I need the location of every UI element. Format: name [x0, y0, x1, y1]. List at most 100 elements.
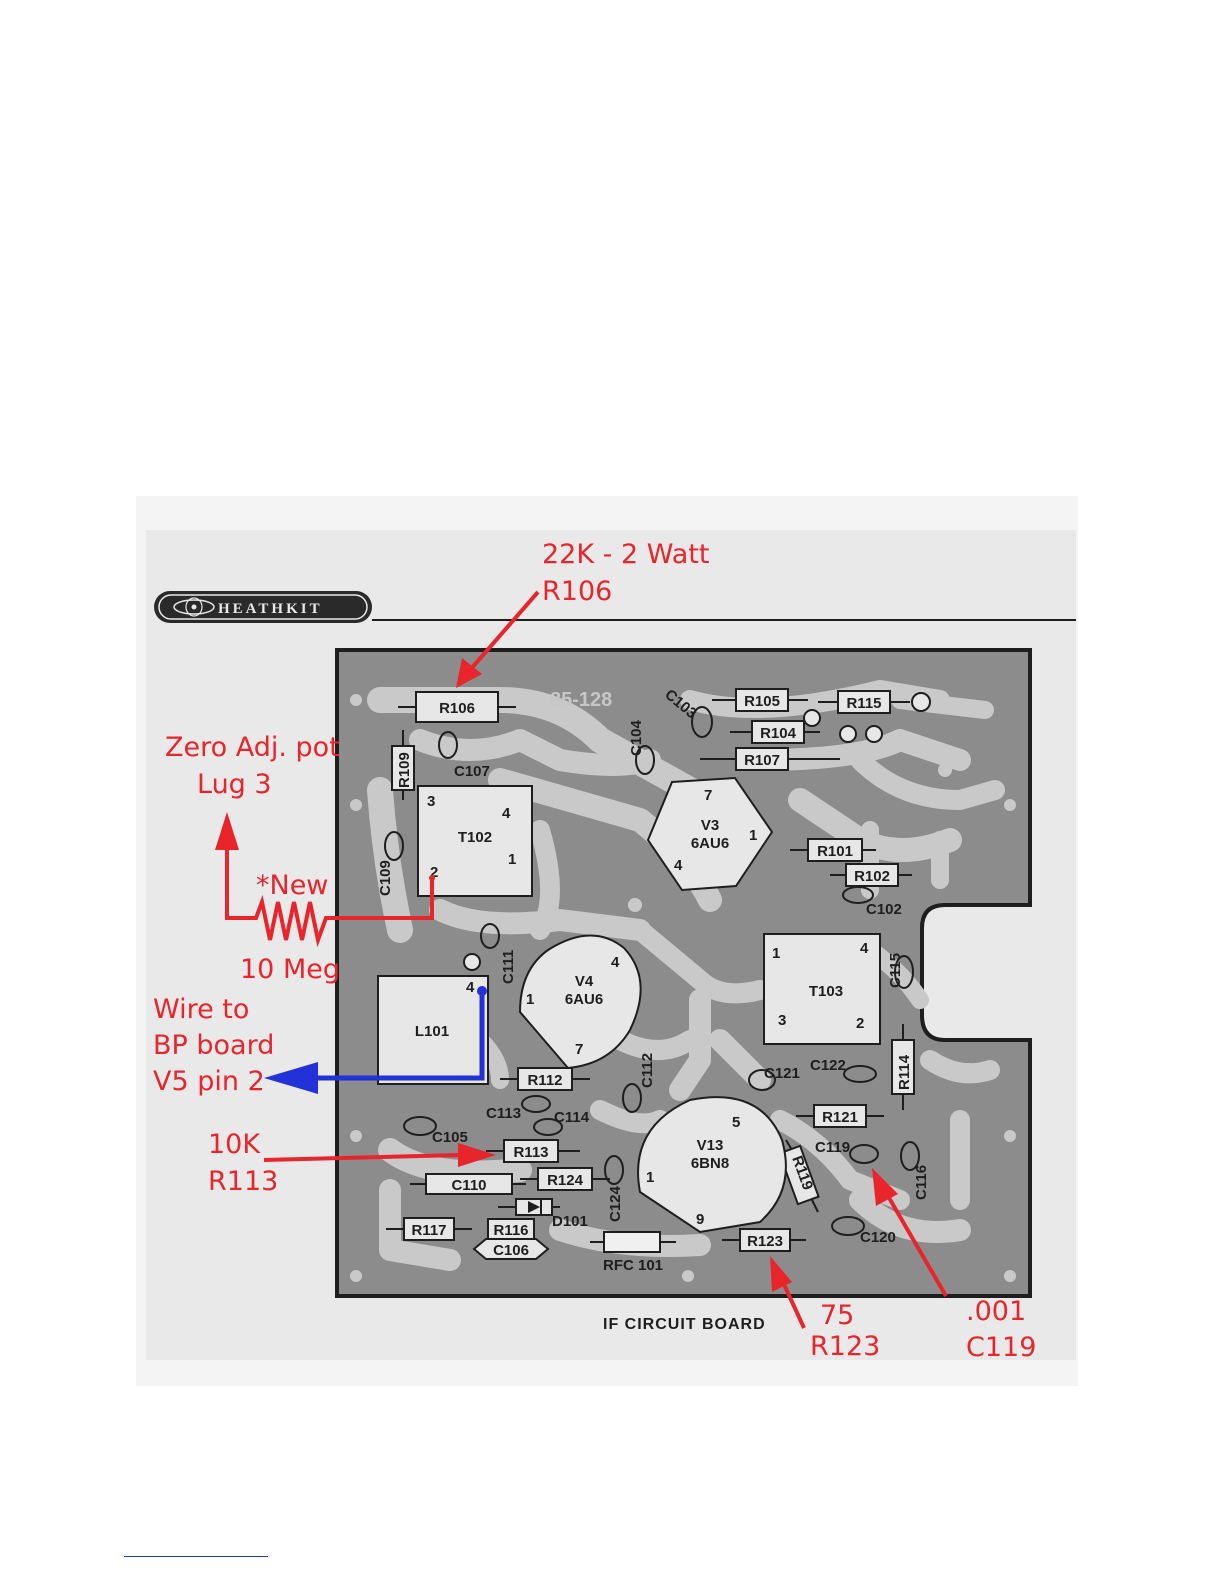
resistor-r114[interactable]: R114: [891, 1024, 915, 1110]
wire-note-2: BP board: [153, 1030, 274, 1061]
resistor-r112[interactable]: R112: [500, 1067, 590, 1091]
v3-type: 6AU6: [691, 835, 729, 852]
capacitor-c119[interactable]: C119: [815, 1139, 879, 1164]
t103-label: T103: [809, 983, 843, 1000]
r124-label: R124: [547, 1172, 584, 1189]
capacitor-c106[interactable]: C106: [472, 1238, 550, 1260]
resistor-r109[interactable]: R109: [391, 730, 415, 800]
t102-label: T102: [458, 829, 492, 846]
resistor-r115[interactable]: R115: [818, 690, 931, 714]
capacitor-c122[interactable]: C122: [810, 1057, 877, 1083]
capacitor-c121[interactable]: C121: [748, 1065, 800, 1091]
t102-pin: 3: [427, 793, 435, 810]
c106-label: C106: [493, 1242, 529, 1259]
c104-label: C104: [628, 719, 645, 756]
c124-label: C124: [607, 1185, 624, 1222]
resistor-r113[interactable]: R113: [486, 1139, 580, 1163]
resistor-r124[interactable]: R124: [520, 1167, 610, 1191]
r101-label: R101: [817, 843, 853, 860]
c119-label: C119: [815, 1139, 850, 1156]
capacitor-c120[interactable]: C120: [831, 1216, 896, 1246]
annotation-r113: 10K R113: [208, 1129, 496, 1197]
lug-note: Lug 3: [197, 769, 272, 800]
new-resistor-note: *New: [256, 870, 328, 901]
c116-label: C116: [913, 1165, 930, 1200]
v4-pin: 4: [611, 954, 620, 971]
r115-label: R115: [846, 695, 881, 712]
capacitor-c102[interactable]: C102: [842, 886, 902, 918]
t103-pin: 1: [772, 945, 780, 962]
r106-label: R106: [439, 700, 475, 717]
c122-label: C122: [810, 1057, 846, 1074]
t102-pin: 2: [430, 864, 438, 881]
choke-rfc101[interactable]: RFC 101: [590, 1231, 676, 1274]
capacitor-c115[interactable]: C115: [887, 953, 914, 989]
c114-label: C114: [554, 1109, 590, 1126]
annotation-zero-adj: Zero Adj. pot Lug 3: [165, 732, 340, 800]
c113-label: C113: [486, 1105, 521, 1122]
resistor-r119[interactable]: R119: [778, 1139, 820, 1213]
tube-v3[interactable]: V3 6AU6 7 1 4: [646, 776, 774, 892]
heathkit-logo: HEATHKIT: [154, 591, 372, 623]
capacitor-c107[interactable]: C107: [438, 731, 490, 780]
r117-label: R117: [411, 1222, 446, 1239]
tube-v4[interactable]: V4 6AU6 4 1 7: [518, 934, 642, 1070]
capacitor-c104[interactable]: C104: [628, 719, 655, 775]
v4-type: 6AU6: [565, 991, 603, 1008]
blue-wire: [316, 991, 485, 1081]
capacitor-c116[interactable]: C116: [900, 1141, 930, 1200]
capacitor-c110[interactable]: C110: [410, 1173, 526, 1195]
r105-label: R105: [744, 693, 780, 710]
v4-pin: 7: [575, 1041, 583, 1058]
transformer-t103[interactable]: T103 1 4 3 2: [763, 933, 881, 1045]
c119-note-value: .001: [966, 1296, 1026, 1327]
resistor-r107[interactable]: R107: [700, 747, 840, 771]
r102-label: R102: [854, 868, 890, 885]
r107-label: R107: [744, 752, 780, 769]
v4-ref: V4: [575, 973, 594, 990]
resistor-r104[interactable]: R104: [730, 709, 883, 744]
l101-label: L101: [415, 1023, 449, 1040]
resistor-r121[interactable]: R121: [796, 1104, 884, 1128]
d101-label: D101: [552, 1213, 588, 1230]
capacitor-c111[interactable]: C111: [463, 923, 517, 984]
v13-pin: 1: [646, 1169, 654, 1186]
r123-note-ref: R123: [810, 1331, 880, 1362]
capacitor-c113[interactable]: C113: [486, 1095, 551, 1122]
coil-l101[interactable]: L101 4: [377, 975, 489, 1085]
capacitor-c105[interactable]: C105: [403, 1116, 468, 1146]
resistor-r106[interactable]: R106: [398, 691, 516, 723]
new-resistor-value: 10 Meg: [240, 954, 340, 985]
r114-label: R114: [896, 1054, 913, 1090]
resistor-r117[interactable]: R117: [386, 1217, 472, 1241]
transformer-t102[interactable]: T102 3 4 1 2: [417, 785, 533, 897]
annotation-new-resistor: *New 10 Meg: [215, 812, 435, 985]
footer-link-rule[interactable]: [124, 1556, 268, 1557]
r123-label: R123: [747, 1233, 783, 1250]
diode-d101[interactable]: D101: [498, 1198, 588, 1230]
c112-label: C112: [639, 1053, 656, 1088]
capacitor-c124[interactable]: C124: [604, 1155, 624, 1222]
v13-pin: 9: [696, 1211, 704, 1228]
c121-label: C121: [764, 1065, 800, 1082]
capacitor-c114[interactable]: C114: [533, 1109, 590, 1136]
capacitor-c112[interactable]: C112: [622, 1053, 656, 1113]
v13-pin: 5: [732, 1114, 740, 1131]
c109-label: C109: [377, 860, 394, 896]
resistor-r105[interactable]: R105: [712, 688, 808, 712]
arrow-left-icon: [264, 1062, 318, 1094]
board-caption: IF CIRCUIT BOARD: [603, 1316, 766, 1333]
c111-label: C111: [500, 950, 517, 984]
tube-v13[interactable]: V13 6BN8 5 1 9: [637, 1096, 787, 1234]
rfc101-label: RFC 101: [603, 1257, 663, 1274]
resistor-r116[interactable]: R116: [487, 1218, 535, 1240]
capacitor-c109[interactable]: C109: [377, 831, 404, 896]
r106-note-value: 22K - 2 Watt: [542, 539, 709, 570]
resistor-r123[interactable]: R123: [722, 1228, 806, 1252]
resistor-r102[interactable]: R102: [830, 863, 912, 887]
t102-pin: 4: [502, 805, 511, 822]
resistor-r101[interactable]: R101: [790, 838, 876, 862]
r121-label: R121: [822, 1109, 858, 1126]
c119-note-ref: C119: [966, 1332, 1036, 1363]
